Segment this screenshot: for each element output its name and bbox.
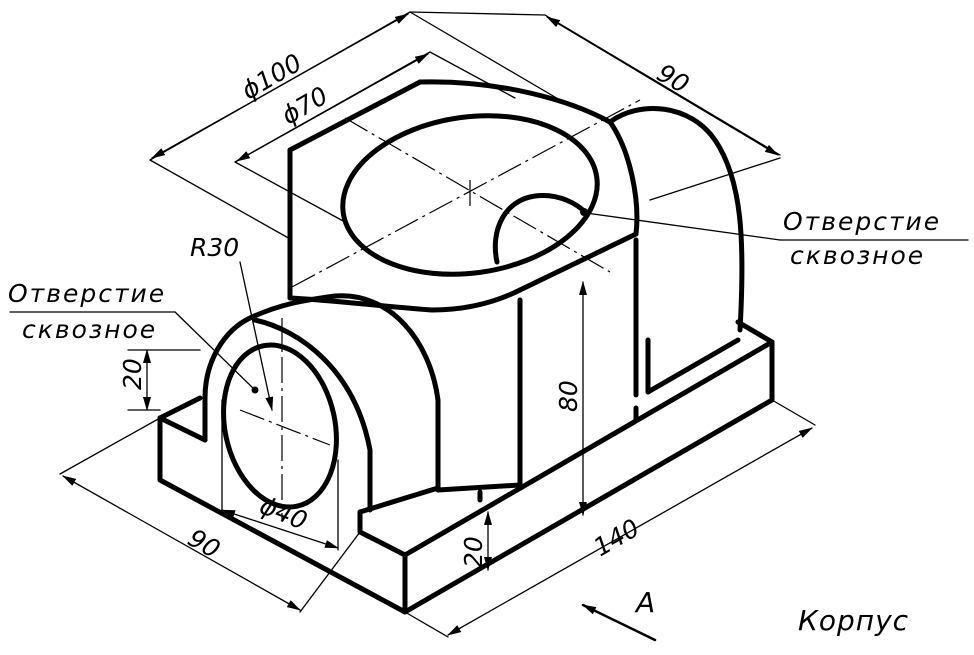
dimension-lines: [9, 11, 969, 642]
note-right-line1: Отверстие: [783, 207, 941, 236]
dim-length: 140: [589, 513, 645, 562]
main-body: [287, 79, 745, 503]
front-boss: [202, 293, 441, 515]
note-right-line2: сквозное: [790, 241, 925, 270]
drawing-title: Корпус: [798, 604, 909, 637]
dim-base-width: 90: [183, 523, 225, 564]
top-hole: [340, 113, 600, 277]
notes: Отверстие сквозное Отверстие сквозное: [8, 207, 941, 344]
dim-base-height: 20: [459, 536, 488, 568]
view-label: А: [634, 586, 656, 619]
dim-hole-diameter: ϕ40: [256, 491, 312, 536]
dim-height: 80: [554, 380, 583, 412]
note-left-line1: Отверстие: [8, 279, 166, 308]
dim-top-depth: 90: [652, 58, 694, 99]
note-left-line2: сквозное: [22, 315, 157, 344]
dim-boss-radius: R30: [190, 233, 239, 262]
dim-boss-height: 20: [118, 358, 147, 390]
